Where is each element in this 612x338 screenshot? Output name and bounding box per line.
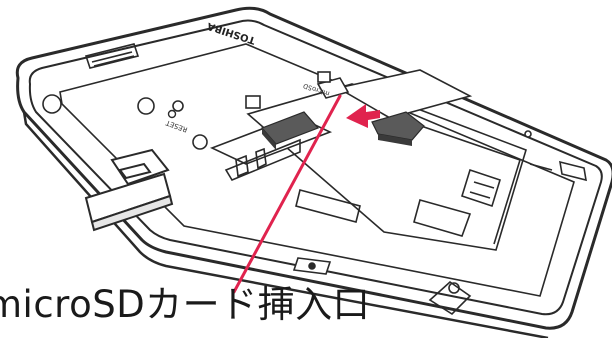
caption-microsd-slot: microSDカード挿入口 — [0, 283, 371, 326]
corner-clips — [428, 160, 587, 316]
battery-compartment — [59, 43, 575, 297]
port-cover — [84, 148, 174, 232]
speaker-grille — [84, 43, 140, 69]
sim-card — [260, 111, 320, 150]
reset-hole — [167, 109, 177, 119]
camera-lens — [42, 94, 532, 294]
bottom-button — [292, 257, 332, 275]
pointer-line — [232, 94, 342, 294]
microsd-card — [371, 111, 425, 146]
insert-arrow — [346, 104, 380, 128]
microsd-slot — [316, 69, 473, 119]
